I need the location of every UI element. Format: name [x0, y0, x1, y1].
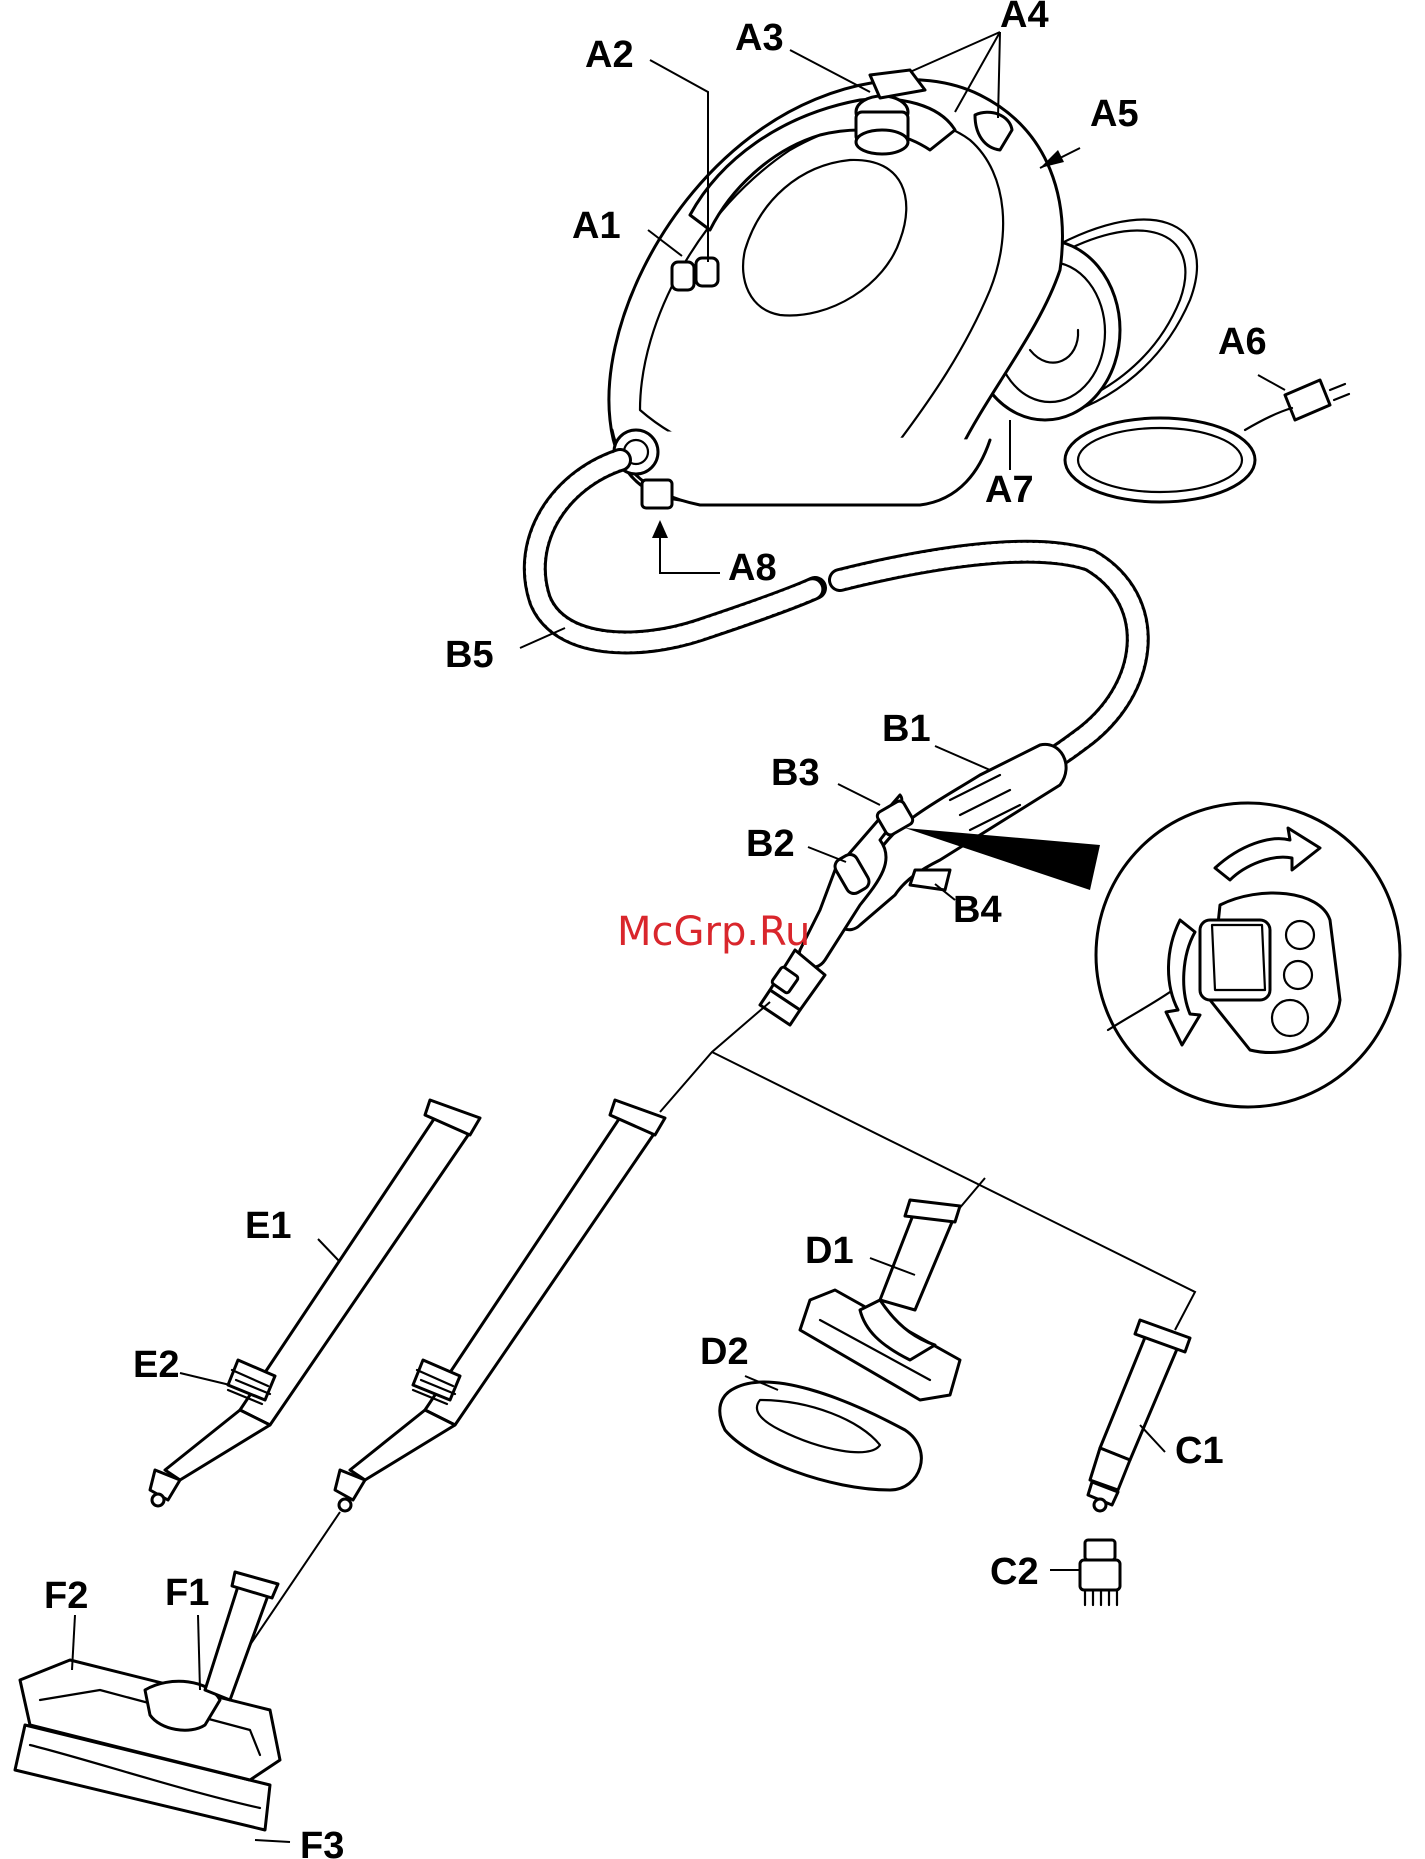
label-a2: A2 [585, 34, 634, 76]
label-a7: A7 [985, 469, 1034, 511]
label-b2: B2 [746, 823, 795, 865]
power-plug [1285, 380, 1330, 420]
label-e1: E1 [245, 1205, 291, 1247]
label-a1: A1 [572, 205, 621, 247]
power-switch [672, 262, 694, 290]
label-c1: C1 [1175, 1430, 1224, 1472]
label-a3: A3 [735, 17, 784, 59]
zoom-lever [1200, 920, 1270, 1000]
label-b3: B3 [771, 752, 820, 794]
label-a8: A8 [728, 547, 777, 589]
socket-lock [642, 480, 672, 508]
label-b4: B4 [953, 889, 1002, 931]
label-e2: E2 [133, 1344, 179, 1386]
label-c2: C2 [990, 1551, 1039, 1593]
extension-tube-e2 [250, 1100, 665, 1645]
round-brush [1080, 1540, 1120, 1605]
extension-tube-e1 [150, 1100, 480, 1506]
label-f1: F1 [165, 1572, 209, 1614]
switch-detail-zoom [905, 803, 1400, 1107]
label-d1: D1 [805, 1230, 854, 1272]
label-a4: A4 [1000, 0, 1049, 36]
label-b1: B1 [882, 708, 931, 750]
label-b5: B5 [445, 634, 494, 676]
heat-switch [696, 258, 718, 286]
microfiber-cover [720, 1382, 922, 1490]
label-a6: A6 [1218, 321, 1267, 363]
detail-nozzle [1088, 1320, 1190, 1511]
watermark-text: McGrp.Ru [617, 909, 810, 955]
label-a5: A5 [1090, 93, 1139, 135]
label-d2: D2 [700, 1331, 749, 1373]
steam-cleaner-body [609, 70, 1349, 508]
label-f2: F2 [44, 1575, 88, 1617]
label-f3: F3 [300, 1825, 344, 1859]
